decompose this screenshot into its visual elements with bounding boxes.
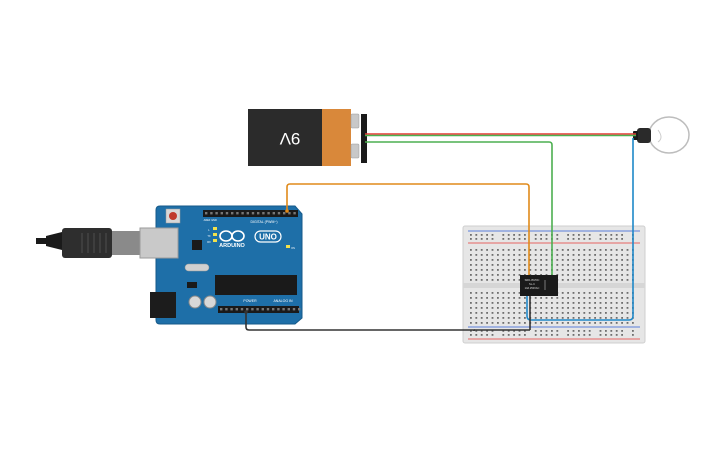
arduino-aref-label: AREF [204, 219, 211, 222]
relay-label-line3: 10A 250VAC [525, 286, 540, 290]
wire-black-ground[interactable] [245, 312, 475, 331]
arduino-logo-text: ARDUINO [219, 243, 245, 249]
arduino-model-badge [254, 230, 282, 243]
battery-terminal-negative [350, 143, 360, 159]
arduino-rx-label: RX [207, 241, 211, 244]
arduino-on-label: ON [291, 247, 295, 250]
usb-cable-tail [36, 238, 46, 244]
bulb-glass [648, 116, 690, 154]
arduino-led-l-label: L [208, 229, 210, 232]
arduino-led-rx [213, 239, 217, 242]
usb-cable-strain-relief [46, 232, 62, 250]
arduino-capacitor-1 [188, 295, 202, 309]
wire-end-orange-arduino [285, 209, 289, 213]
arduino-led-on [286, 245, 290, 248]
arduino-power-jack [150, 292, 176, 318]
arduino-analog-label: ANALOG IN [273, 299, 293, 303]
arduino-header-pins [205, 212, 301, 311]
wire-green-battery-to-relay[interactable] [365, 141, 553, 283]
usb-plug-metal [112, 231, 140, 255]
relay-module[interactable]: SRD-05VDC SL-C 10A 250VAC [520, 275, 558, 296]
arduino-tx-label: TX [207, 235, 211, 238]
arduino-gnd-label: GND [211, 219, 217, 222]
battery-snap-connector [361, 114, 367, 163]
arduino-model: UNO [259, 233, 277, 242]
arduino-atmega-chip [215, 275, 297, 295]
relay-label-line1: SRD-05VDC [525, 278, 540, 282]
battery-label: 9V [279, 129, 300, 148]
arduino-digital-header [203, 210, 298, 217]
wire-blue-bulb-to-relay[interactable] [526, 138, 634, 321]
arduino-led-tx [213, 233, 217, 236]
arduino-usb-chip [192, 240, 202, 250]
usb-cable[interactable] [36, 228, 140, 258]
arduino-infinity-logo [219, 230, 245, 242]
usb-plug-housing [62, 228, 112, 258]
wire-orange-signal-to-relay[interactable] [286, 183, 530, 283]
wires[interactable] [244, 133, 636, 331]
bulb-filament [657, 129, 662, 143]
arduino-usb-jack [139, 227, 179, 259]
arduino-digital-label: DIGITAL (PWM~) [250, 220, 277, 224]
battery-label-band [322, 109, 351, 166]
bulb-base [637, 128, 651, 143]
arduino-crystal [184, 263, 210, 272]
light-bulb[interactable] [633, 116, 690, 154]
relay-label-line2: SL-C [529, 282, 535, 286]
arduino-capacitor-2 [203, 295, 217, 309]
wire-end-black-arduino [244, 310, 248, 314]
usb-plug-grip [81, 233, 107, 253]
battery-terminal-positive [350, 113, 360, 129]
battery-body [248, 109, 322, 166]
arduino-led-l [213, 227, 217, 230]
arduino-uno[interactable]: ARDUINO UNO DIGITAL (PWM~) POWER ANALOG … [139, 205, 303, 325]
arduino-regulator [187, 282, 197, 288]
arduino-power-label: POWER [243, 299, 257, 303]
relay-body [520, 275, 558, 296]
reset-button-cap [169, 212, 177, 220]
battery-9v[interactable]: 9V [248, 109, 367, 166]
